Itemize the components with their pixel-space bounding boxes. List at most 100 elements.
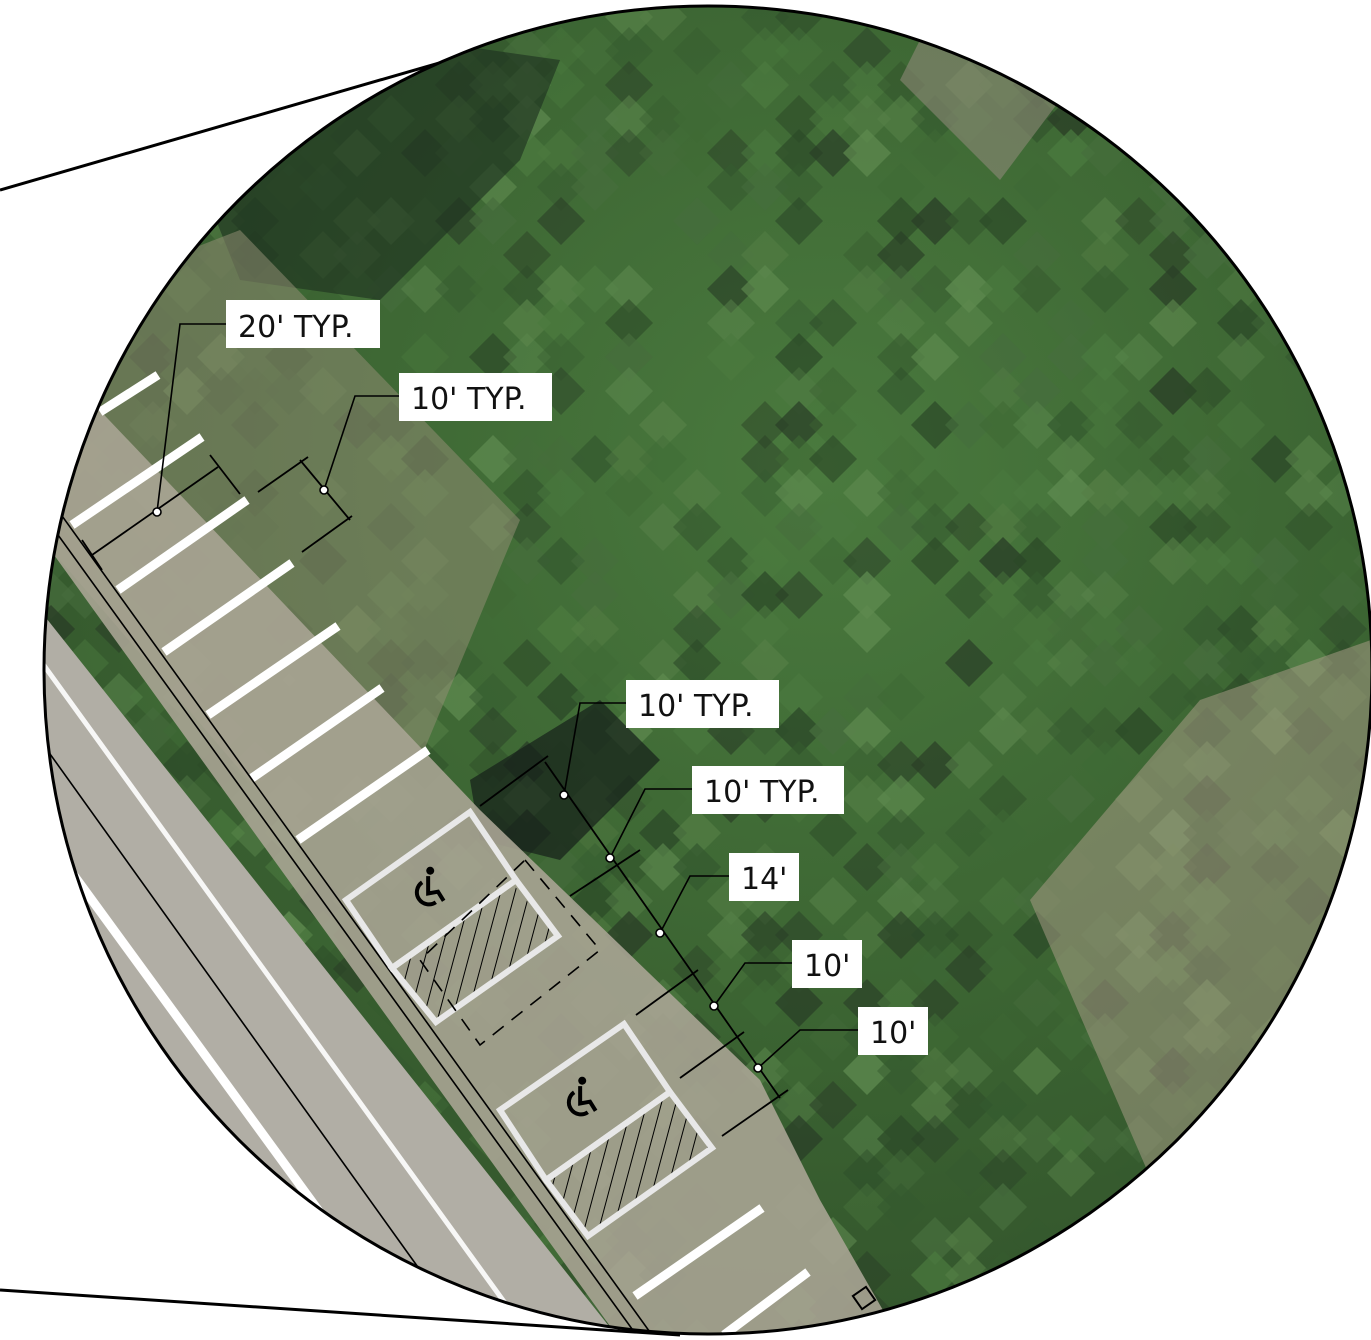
mosaic-cell xyxy=(1284,298,1334,348)
mosaic-cell xyxy=(876,842,926,892)
mosaic-cell xyxy=(808,536,858,586)
mosaic-cell xyxy=(1114,1284,1164,1334)
mosaic-cell xyxy=(774,570,824,620)
mosaic-cell xyxy=(944,638,994,688)
mosaic-cell xyxy=(1318,264,1368,314)
bare-ground xyxy=(900,40,1060,180)
mosaic-cell xyxy=(536,264,586,314)
mosaic-cell xyxy=(1182,1148,1232,1198)
mosaic-cell xyxy=(706,570,756,620)
mosaic-cell xyxy=(0,0,41,41)
mosaic-cell xyxy=(706,162,756,212)
mosaic-cell xyxy=(570,570,620,620)
mosaic-cell xyxy=(1250,1216,1300,1266)
mosaic-cell xyxy=(536,536,586,586)
mosaic-cell xyxy=(94,26,144,76)
mosaic-cell xyxy=(1250,1080,1300,1130)
mosaic-cell xyxy=(1318,332,1368,382)
mosaic-cell xyxy=(706,332,756,382)
mosaic-cell xyxy=(1352,876,1371,926)
mosaic-cell xyxy=(808,94,858,144)
mosaic-cell xyxy=(672,128,722,178)
mosaic-cell xyxy=(60,1284,110,1334)
mosaic-cell xyxy=(774,94,824,144)
mosaic-cell xyxy=(876,434,926,484)
mosaic-cell xyxy=(672,944,722,994)
mosaic-cell xyxy=(638,434,688,484)
mosaic-cell xyxy=(162,1284,212,1334)
mosaic-cell xyxy=(264,1250,314,1300)
mosaic-cell xyxy=(604,60,654,110)
mosaic-cell xyxy=(842,740,892,790)
mosaic-cell xyxy=(910,944,960,994)
label-aisle-width-accessible-text: 10' TYP. xyxy=(704,775,820,810)
mosaic-cell xyxy=(44,6,76,42)
mosaic-cell xyxy=(1352,26,1371,76)
mosaic-cell xyxy=(196,26,246,76)
mosaic-cell xyxy=(0,435,41,483)
road-edge-line xyxy=(66,867,344,1243)
mosaic-cell xyxy=(162,1318,212,1334)
mosaic-cell xyxy=(876,332,926,382)
mosaic-cell xyxy=(60,230,110,280)
mosaic-cell xyxy=(740,264,790,314)
road-edge-line xyxy=(44,658,513,1312)
mosaic-cell xyxy=(740,910,790,960)
mosaic-cell xyxy=(740,128,790,178)
mosaic-cell xyxy=(910,6,960,42)
mosaic-cell xyxy=(944,910,994,960)
label-stall-width-accessible: 10' TYP. xyxy=(626,680,779,728)
mosaic-cell xyxy=(604,842,654,892)
mosaic-cell xyxy=(162,162,212,212)
mosaic-cell xyxy=(264,1318,314,1334)
mosaic-cell xyxy=(672,468,722,518)
mosaic-cell xyxy=(978,706,1028,756)
mosaic-cell xyxy=(740,162,790,212)
label-dim-14: 14' xyxy=(729,853,799,901)
mosaic-cell xyxy=(910,332,960,382)
mosaic-cell xyxy=(1216,196,1266,246)
mosaic-cell xyxy=(1284,1216,1334,1266)
mosaic-cell xyxy=(604,434,654,484)
mosaic-cell xyxy=(502,434,552,484)
mosaic-cell xyxy=(910,1318,960,1334)
mosaic-cell xyxy=(808,706,858,756)
mosaic-cell xyxy=(876,94,926,144)
mosaic-cell xyxy=(162,1148,212,1198)
mosaic-cell xyxy=(978,808,1028,858)
mosaic-cell xyxy=(1250,1284,1300,1334)
mosaic-cell xyxy=(604,468,654,518)
mosaic-cell xyxy=(808,876,858,926)
mosaic-cell xyxy=(740,468,790,518)
mosaic-cell xyxy=(0,707,41,755)
mosaic-cell xyxy=(1318,1284,1368,1334)
mosaic-cell xyxy=(0,911,41,959)
mosaic-cell xyxy=(1352,196,1371,246)
mosaic-cell xyxy=(1352,400,1371,450)
mosaic-cell xyxy=(910,468,960,518)
mosaic-cell xyxy=(60,26,110,76)
mosaic-cell xyxy=(128,1148,178,1198)
mosaic-cell xyxy=(978,366,1028,416)
mosaic-cell xyxy=(502,468,552,518)
mosaic-cell xyxy=(842,60,892,110)
mosaic-cell xyxy=(774,26,824,76)
mosaic-cell xyxy=(502,264,552,314)
mosaic-cell xyxy=(1318,1318,1368,1334)
mosaic-cell xyxy=(774,162,824,212)
mosaic-cell xyxy=(876,808,926,858)
mosaic-cell xyxy=(808,808,858,858)
mosaic-cell xyxy=(1148,60,1198,110)
mosaic-cell xyxy=(468,332,518,382)
mosaic-cell xyxy=(1318,1182,1368,1232)
mosaic-cell xyxy=(400,264,450,314)
mosaic-cell xyxy=(774,502,824,552)
mosaic-cell xyxy=(570,638,620,688)
mosaic-cell xyxy=(876,740,926,790)
mosaic-cell xyxy=(706,128,756,178)
mosaic-cell xyxy=(468,264,518,314)
mosaic-cell xyxy=(842,264,892,314)
mosaic-cell xyxy=(1318,1114,1368,1164)
accessible-symbol-icon xyxy=(414,866,446,907)
mosaic-cell xyxy=(570,434,620,484)
